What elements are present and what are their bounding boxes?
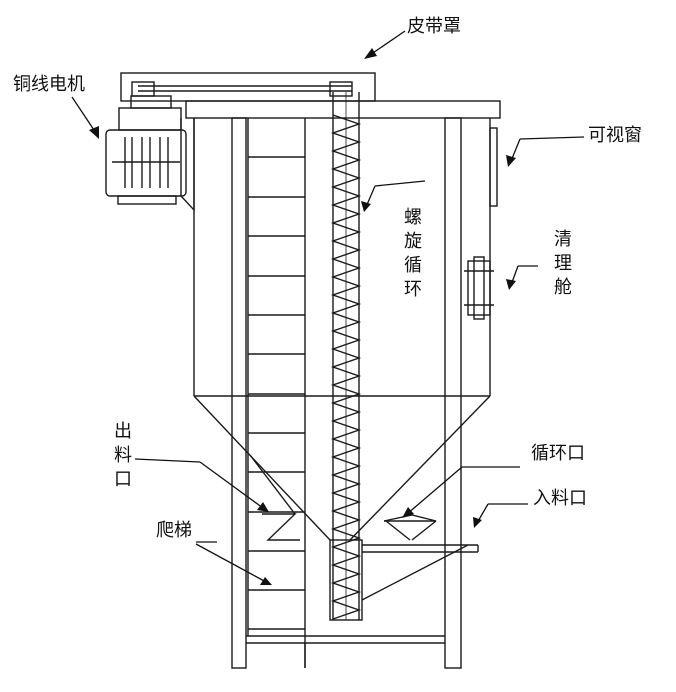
circulation-port-label: 循环口	[531, 443, 585, 464]
outlet-chute	[249, 454, 300, 541]
sight-window	[489, 127, 498, 207]
tank-body	[193, 118, 491, 541]
motor-label: 铜线电机	[13, 74, 85, 95]
circulation-port	[383, 514, 437, 541]
sight-window-leader	[519, 136, 585, 140]
motor-leader	[71, 96, 97, 134]
cleaning-hatch	[464, 256, 494, 320]
drive-belt	[131, 81, 353, 97]
ladder	[247, 118, 306, 668]
sight-window-label: 可视窗	[588, 125, 642, 146]
spiral-leader	[374, 180, 426, 187]
spiral-screw	[329, 92, 363, 621]
belt-cover	[120, 72, 376, 102]
outlet-leader	[134, 458, 201, 463]
belt-cover-label: 皮带罩	[407, 16, 461, 37]
support-legs	[231, 117, 462, 669]
belt-cover-leader	[369, 30, 406, 56]
spiral-cycle-label: 螺旋循环	[404, 207, 422, 300]
cleaning-hatch-label: 清理舱	[554, 229, 572, 298]
outlet-label: 出料口	[114, 421, 132, 490]
copper-motor	[105, 95, 187, 205]
inlet-shelf	[361, 544, 479, 601]
ladder-label: 爬梯	[156, 520, 192, 541]
top-plate	[185, 100, 501, 119]
inlet-label: 入料口	[533, 488, 587, 509]
